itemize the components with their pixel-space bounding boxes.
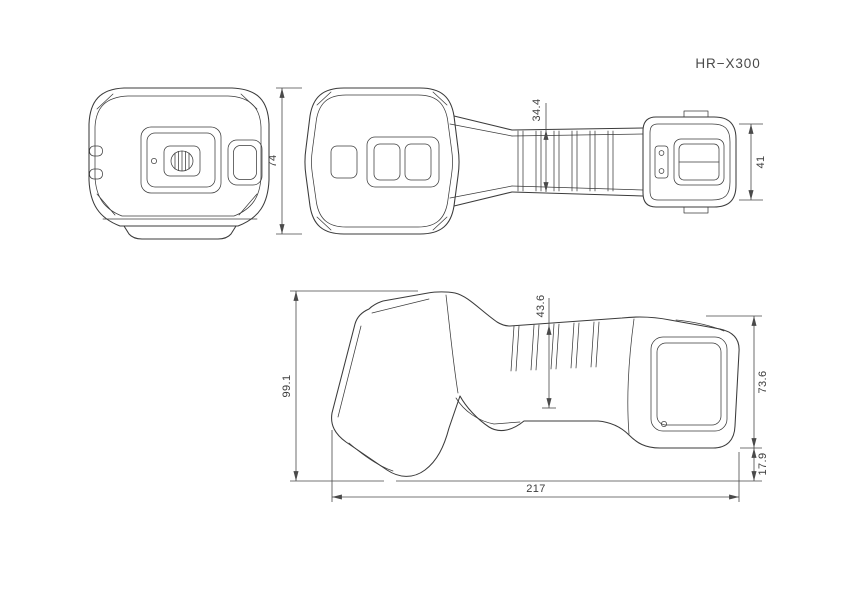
top-endcap-insert-outer: [673, 138, 725, 186]
top-endcap-tabs: [683, 110, 709, 214]
front-left-slot-top: [89, 145, 103, 157]
dim-rear-height-label: 73.6: [757, 370, 769, 393]
side-base-accent: [675, 319, 725, 332]
top-module-left: [373, 143, 401, 181]
top-view: [304, 87, 737, 235]
front-window-outer: [140, 126, 222, 194]
top-neck-inner: [449, 123, 513, 199]
side-handle-ribs: [510, 321, 600, 372]
dim-endcap-width: 41: [739, 123, 767, 201]
side-base-screw: [661, 421, 667, 427]
top-lens-block: [330, 145, 358, 179]
dim-grip-height: 43.6: [535, 294, 556, 409]
top-handle-edges: [511, 127, 644, 197]
dim-overall-height-ext: [290, 290, 418, 482]
dim-head-width: 74: [267, 87, 302, 235]
front-indicator-dot: [151, 158, 157, 164]
front-lens-hatch: [174, 150, 190, 172]
front-inner-outline: [94, 95, 262, 217]
top-neck-edges: [453, 115, 513, 207]
top-endcap-screw-bottom: [658, 168, 665, 174]
top-head-outline: [304, 87, 460, 235]
side-view: [331, 291, 740, 477]
front-side-button-outer: [227, 139, 263, 186]
dim-base-height-label: 17.9: [757, 452, 769, 475]
dim-overall-height-label: 99.1: [281, 374, 293, 397]
top-endcap-latch: [654, 145, 669, 179]
dim-overall-length-label: 217: [526, 483, 546, 495]
side-base-panel-inner: [656, 342, 722, 426]
front-corner-accents: [96, 93, 258, 216]
top-endcap-screw-top: [658, 150, 665, 156]
dim-head-width-label: 74: [267, 154, 279, 167]
side-head-details: [337, 294, 459, 472]
dim-handle-width: 34.4: [531, 98, 549, 192]
dim-endcap-width-label: 41: [755, 155, 767, 168]
top-head-inner-outline: [311, 94, 453, 228]
side-base-panel-outer: [650, 336, 728, 432]
top-module-right: [404, 143, 432, 181]
top-corner-accents: [316, 91, 448, 231]
dim-overall-height: 99.1: [281, 290, 418, 482]
dim-base-height: 17.9: [751, 448, 769, 481]
front-base: [123, 225, 237, 240]
top-endcap-outline: [642, 116, 737, 208]
drawing-title: HR−X300: [695, 56, 760, 71]
side-base-boundary: [627, 318, 635, 435]
side-body-outline: [331, 291, 740, 477]
dim-rear-height: 73.6: [396, 315, 769, 482]
dim-overall-length-ext: [331, 430, 740, 502]
front-view: [88, 87, 270, 240]
dim-grip-height-label: 43.6: [535, 294, 547, 317]
side-trigger-inner: [455, 397, 521, 425]
front-window-inner: [146, 132, 216, 188]
front-left-slot-bottom: [89, 168, 103, 180]
front-body-outline: [88, 87, 270, 227]
top-module-outer: [366, 136, 440, 188]
dim-overall-length: 217: [331, 430, 740, 502]
dim-head-width-ext: [276, 87, 302, 235]
top-endcap-inner: [649, 123, 731, 201]
dim-handle-width-label: 34.4: [531, 98, 543, 121]
front-side-button-inner: [233, 145, 257, 180]
front-lens-housing: [163, 145, 201, 177]
top-handle-ribs: [517, 130, 614, 192]
top-handle-inner-edges: [511, 133, 644, 191]
